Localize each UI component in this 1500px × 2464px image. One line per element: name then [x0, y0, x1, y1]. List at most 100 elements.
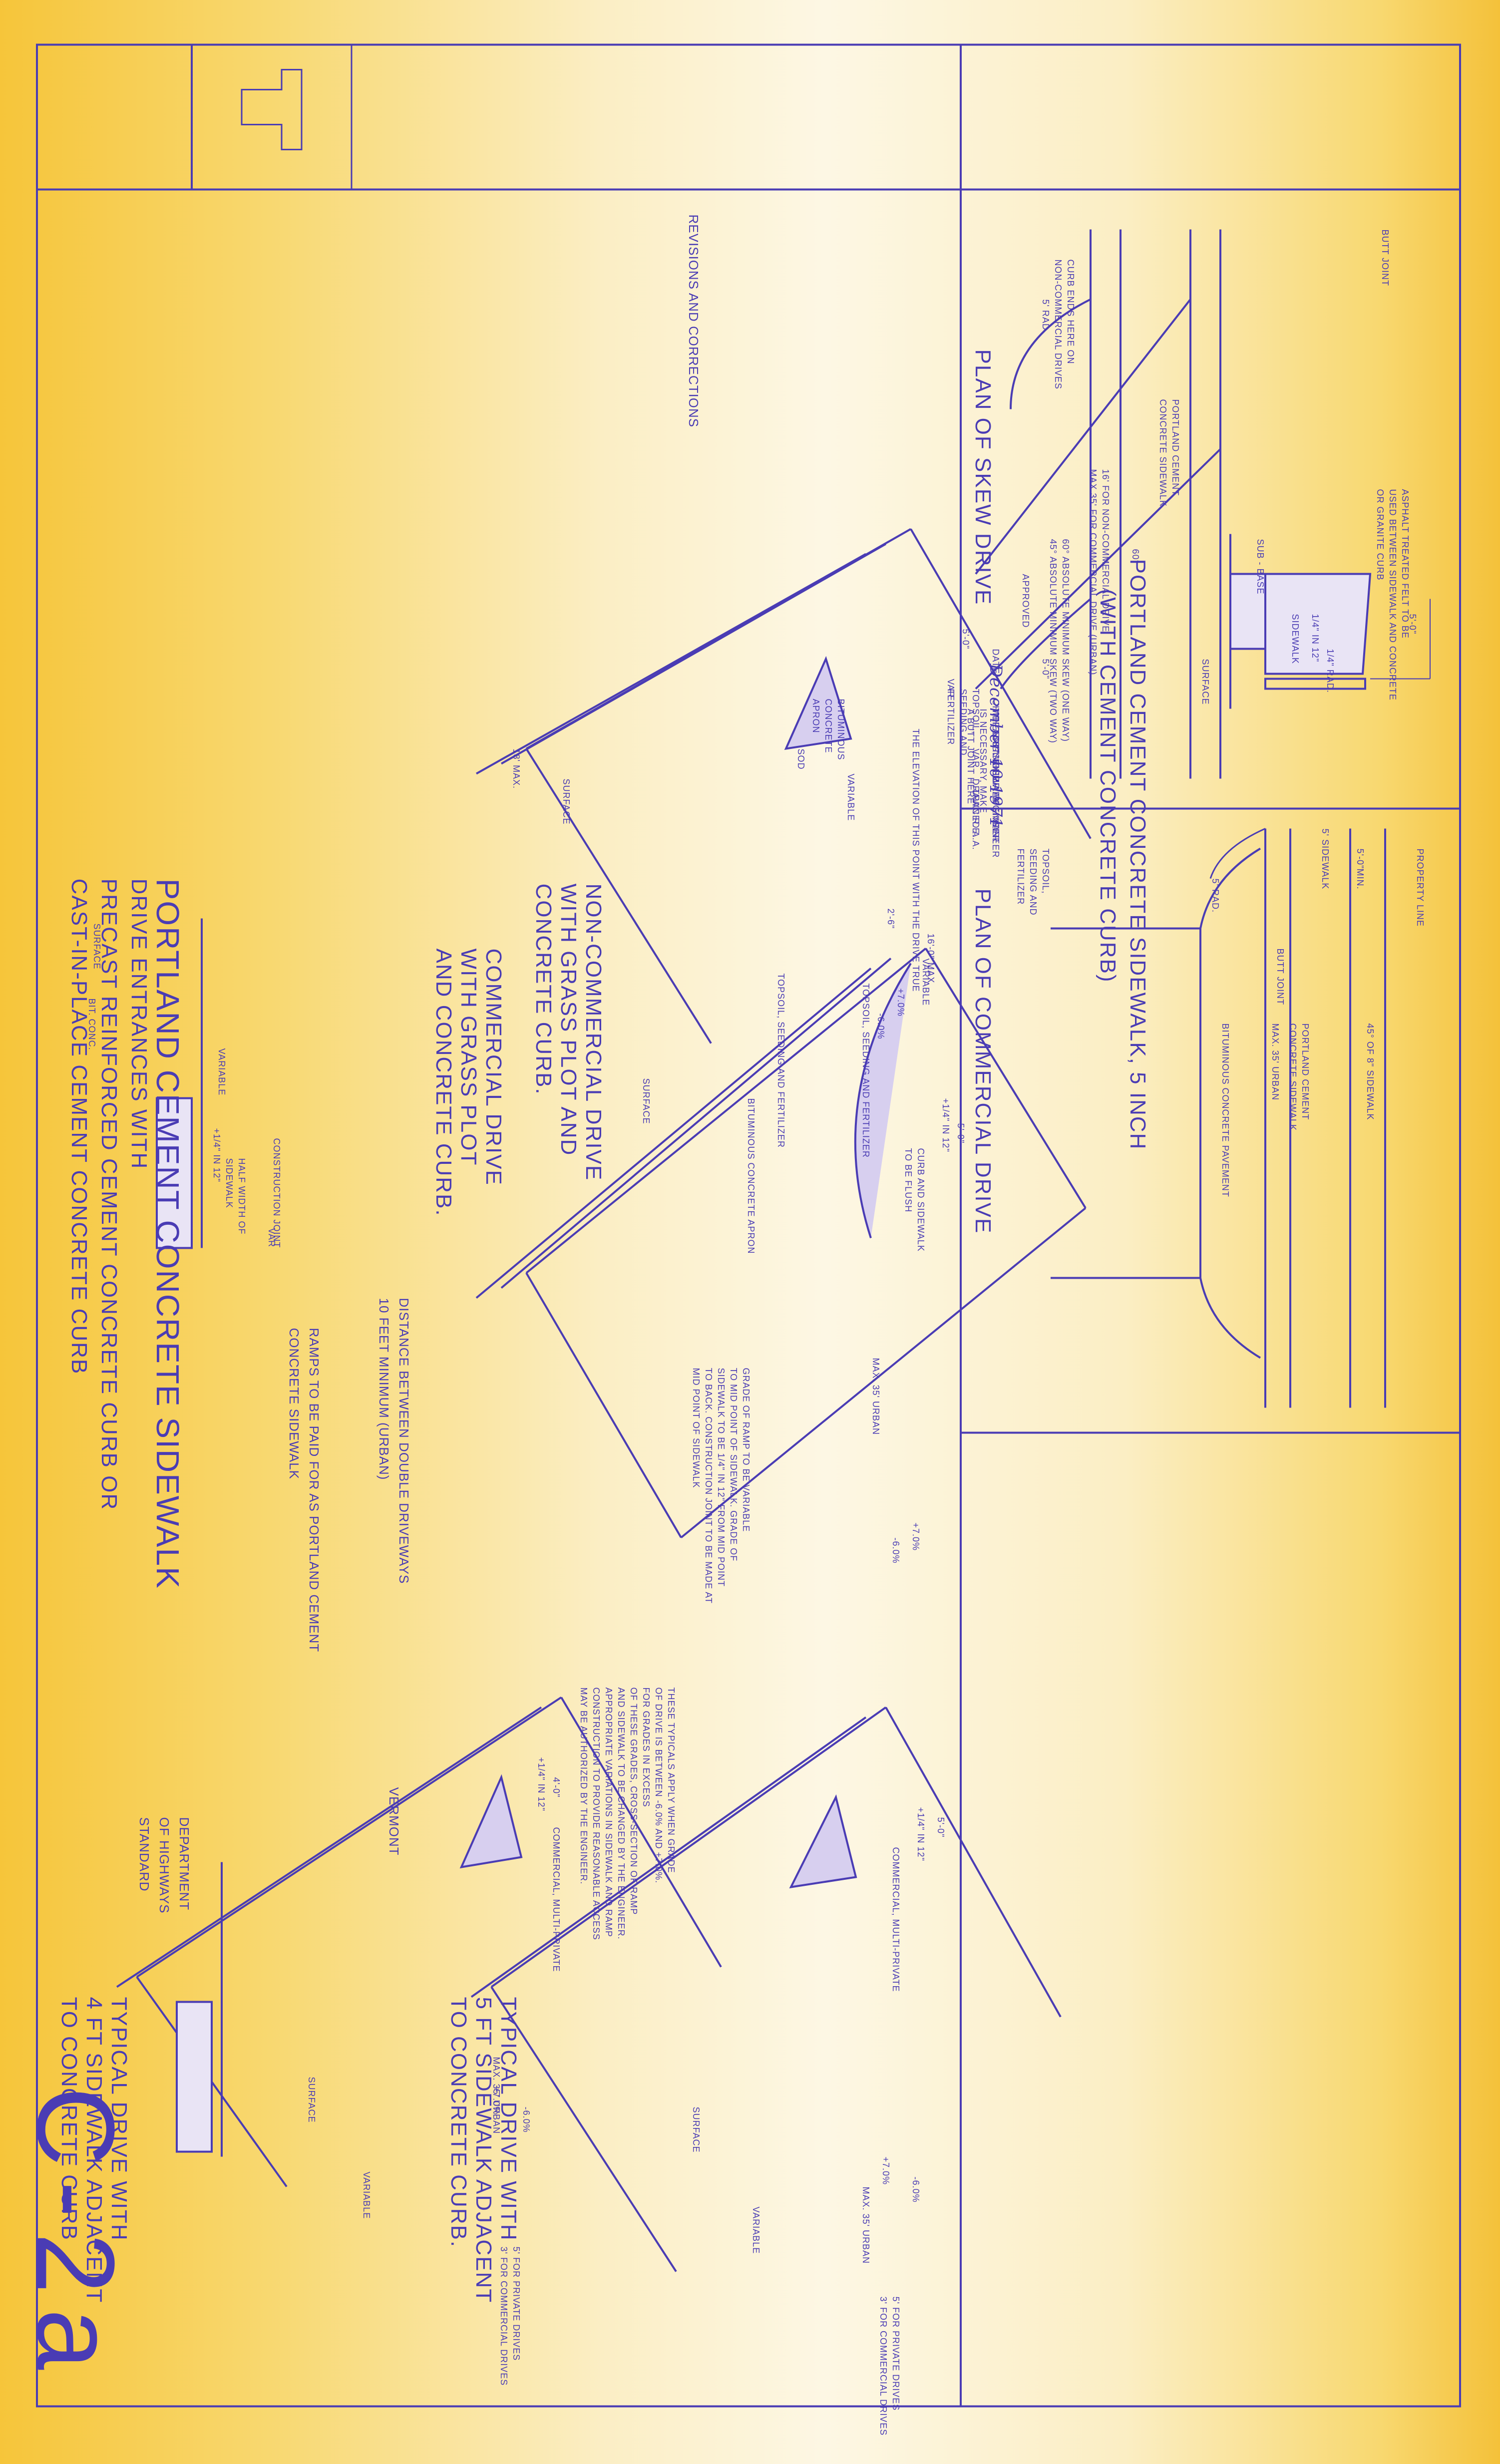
sidewalk-title-1: PORTLAND CEMENT CONCRETE SIDEWALK, 5 INC…	[1125, 559, 1150, 1150]
typ5-private: 5' FOR PRIVATE DRIVES	[891, 2296, 901, 2411]
felt-note-3: OR GRANITE CURB	[1375, 489, 1385, 581]
commercial-iso-bituminous: BITUMINOUS CONCRETE APRON	[746, 1098, 756, 1254]
note-typicals-4: OF THESE GRADES, CROSS-SECTION OF RAMP	[629, 1687, 639, 1915]
commercial-iso-curb-2: TO BE FLUSH	[903, 1148, 913, 1213]
skew-max35: MAX 35' FOR COMMERCIAL DRIVE (URBAN)	[1088, 469, 1098, 676]
approved-label: APPROVED	[1021, 574, 1031, 628]
sidewalk-width: 5'-0"	[1408, 614, 1418, 635]
typ5-variable: VARIABLE	[751, 2206, 761, 2254]
typ4-commercial-drives: 3' FOR COMMERCIAL DRIVES	[499, 2246, 509, 2386]
skew-plan-drawing	[975, 229, 1221, 779]
commercial-iso-surface: SURFACE	[641, 1078, 651, 1124]
topsoil-3: FERTILIZER	[1016, 848, 1026, 905]
note-typicals-8: MAY BE AUTHORIZED BY THE ENGINEER.	[579, 1687, 589, 1885]
small-variable: VARIABLE	[217, 1048, 227, 1096]
skew-dim: 5'-0"	[1041, 659, 1051, 680]
commercial-plan-drawing	[1051, 828, 1386, 1408]
skew-min-2: 45° ABSOLUTE MINIMUM SKEW (TWO WAY)	[1048, 539, 1058, 743]
butt-joint: BUTT JOINT	[1275, 948, 1285, 1006]
typ4-slope: +1/4" IN 12"	[536, 1757, 546, 1811]
commercial-iso-grade-2: TO MID POINT OF SIDEWALK. GRADE OF	[729, 1368, 739, 1562]
noncom-iso-max16: 16'-0" MAX	[926, 933, 936, 984]
min-label: MIN.	[1355, 868, 1365, 890]
commercial-iso-max35: MAX. 35' URBAN	[871, 1358, 881, 1435]
noncom-iso-sod: SOD	[796, 748, 806, 770]
typ4-commercial: COMMERCIAL, MULTI-PRIVATE	[551, 1827, 561, 1972]
skew-min-1: 60° ABSOLUTE MINIMUM SKEW (ONE WAY)	[1061, 539, 1071, 742]
commercial-iso-drawing	[475, 947, 1087, 1539]
curb-ends-2: NON-COMMERCIAL DRIVES	[1053, 259, 1063, 389]
skew-topsoil-1: TOPSOIL,	[971, 689, 981, 734]
skew-pcc-1: PORTLAND CEMENT	[1170, 399, 1180, 496]
main-title-line1: PORTLAND CEMENT CONCRETE SIDEWALK	[150, 878, 186, 1589]
felt-note-2: USED BETWEEN SIDEWALK AND CONCRETE	[1388, 489, 1398, 701]
note-typicals-1: THESE TYPICALS APPLY WHEN GRADE	[666, 1687, 676, 1873]
sidewalk-label: SIDEWALK	[1290, 614, 1300, 664]
main-title-line2: DRIVE ENTRANCES WITH	[127, 878, 151, 1170]
agency-dept-3: STANDARD	[137, 1817, 152, 1892]
typ4-title-1: TYPICAL DRIVE WITH	[107, 1997, 131, 2241]
bituminous-pavement: BITUMINOUS CONCRETE PAVEMENT	[1220, 1023, 1230, 1197]
typ5-title-2: 5 FT SIDEWALK ADJACENT	[471, 1997, 496, 2304]
typ4-title-3: TO CONCRETE CURB	[57, 1997, 81, 2241]
main-title-line3: PRECAST REINFORCED CEMENT CONCRETE CURB …	[97, 878, 121, 1511]
typ5-title-3: TO CONCRETE CURB.	[446, 1997, 471, 2248]
note-typicals-3: FOR GRADES IN EXCESS	[641, 1687, 651, 1807]
sub-base-label: SUB - BASE	[1255, 539, 1265, 595]
small-var: VAR	[267, 1228, 277, 1248]
topsoil-2: SEEDING AND	[1028, 848, 1038, 916]
commercial-iso-curb-1: CURB AND SIDEWALK	[916, 1148, 926, 1252]
small-slope: +1/4" IN 12"	[212, 1128, 222, 1182]
note-distance-2: 10 FEET MINIMUM (URBAN)	[376, 1298, 391, 1480]
noncom-iso-title-3: CONCRETE CURB.	[531, 883, 556, 1095]
noncom-iso-plus7: +7.0%	[896, 988, 906, 1017]
revisions-label: REVISIONS AND CORRECTIONS	[686, 214, 701, 428]
skew-topsoil-2: SEEDING AND	[958, 689, 968, 756]
typ4-plus7: +7.0%	[491, 2087, 501, 2115]
typ5-surface: SURFACE	[691, 2107, 701, 2153]
note-typicals-5: AND SIDEWALK TO BE CHANGED BY THE ENGINE…	[616, 1687, 626, 1940]
property-line: PROPERTY LINE	[1415, 848, 1425, 927]
typ4-private: 5' FOR PRIVATE DRIVES	[511, 2246, 521, 2361]
noncom-iso-topsoil: TOPSOIL, SEEDING AND FERTILIZER	[776, 973, 786, 1148]
noncom-iso-max18: 18' MAX.	[511, 748, 521, 789]
topsoil-1: TOPSOIL,	[1041, 848, 1051, 894]
small-half-width-2: SIDEWALK	[224, 1158, 234, 1208]
typ5-max35: MAX. 35' URBAN	[861, 2186, 871, 2264]
commercial-iso-topsoil: TOPSOIL, SEEDING AND FERTILIZER	[861, 983, 871, 1158]
small-half-width-1: HALF WIDTH OF	[237, 1158, 247, 1235]
typ5-dim5: 5'-0"	[936, 1817, 946, 1838]
typ5-slope: +1/4" IN 12"	[916, 1807, 926, 1861]
typ4-dim4: 4'-0"	[551, 1777, 561, 1798]
surface-label: SURFACE	[1200, 659, 1210, 705]
small-surface: SURFACE	[92, 923, 102, 970]
note-ramps-1: RAMPS TO BE PAID FOR AS PORTLAND CEMENT	[307, 1328, 322, 1653]
skew-plan-title: PLAN OF SKEW DRIVE	[971, 349, 995, 606]
noncom-iso-note: THE ELEVATION OF THIS POINT WITH THE DRI…	[911, 728, 921, 992]
sidewalk-section-drawing	[1229, 534, 1431, 709]
noncommercial-iso-drawing	[476, 528, 1092, 1044]
commercial-iso-plus7: +7.0%	[911, 1522, 921, 1551]
small-section-right	[176, 1862, 223, 2157]
typ5-minus6: -6.0%	[911, 2176, 921, 2203]
vermont-outline-icon	[241, 69, 303, 150]
angle-label: 45° OF 8" SIDEWALK	[1365, 1023, 1375, 1120]
small-section-left	[156, 918, 203, 1249]
small-bitconc: BIT. CONC.	[87, 998, 97, 1051]
typ5-plus7: +7.0%	[881, 2156, 891, 2185]
commercial-iso-title-2: WITH GRASS PLOT	[456, 948, 481, 1166]
noncom-iso-variable: VARIABLE	[846, 773, 856, 821]
commercial-iso-grade-1: GRADE OF RAMP TO BE VARIABLE	[741, 1368, 751, 1532]
note-typicals-6: APPROPRIATE VARIATIONS IN SIDEWALK AND R…	[604, 1687, 614, 1937]
note-typicals-7: CONSTRUCTION TO PROVIDE REASONABLE ACCES…	[591, 1687, 601, 1940]
commercial-iso-title-1: COMMERCIAL DRIVE	[481, 948, 506, 1186]
rad-5: 5' RAD.	[1210, 878, 1220, 913]
pcc-sidewalk-2: CONCRETE SIDEWALK	[1288, 1023, 1298, 1131]
noncom-iso-bit-1: BITUMINOUS	[836, 699, 846, 760]
skew-note-1: WHEN 8" SIDEWALK	[991, 708, 1001, 804]
typ4-minus6: -6.0%	[521, 2107, 531, 2133]
commercial-iso-grade-3: SIDEWALK TO BE 1/4" IN 12" FROM MID POIN…	[716, 1368, 726, 1587]
sidewalk-5: 5' SIDEWALK	[1320, 828, 1330, 890]
